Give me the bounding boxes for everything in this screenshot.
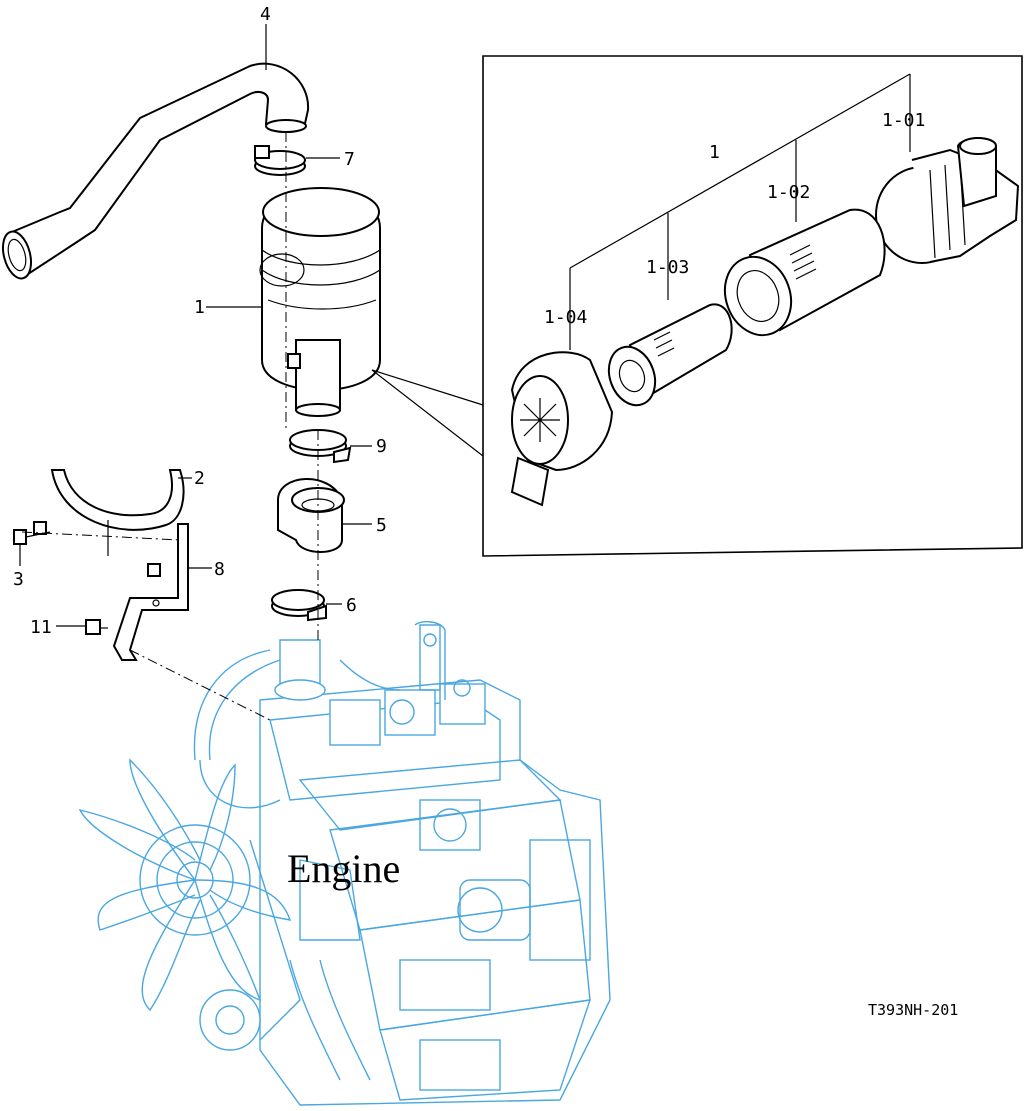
- callout-numbers: 4 7 1 9 2 5 3 8 6 11 1 1-01 1-02 1-03 1-…: [13, 4, 925, 638]
- part-1-04-cover: [510, 351, 614, 507]
- detail-callout-1-03: 1-03: [646, 257, 689, 278]
- part-4-intake-hose: [1, 62, 310, 280]
- detail-callout-1-02: 1-02: [767, 182, 810, 203]
- callout-9: 9: [376, 436, 387, 457]
- part-1-01-housing: [875, 137, 1020, 264]
- detail-box: [371, 55, 1023, 557]
- callout-4: 4: [260, 4, 271, 25]
- part-9-hose-clamp: [289, 429, 352, 464]
- callout-6: 6: [346, 595, 357, 616]
- callout-11: 11: [30, 617, 52, 638]
- part-1-03-inner-filter: [607, 303, 733, 407]
- part-1-02-outer-filter: [723, 208, 886, 337]
- callout-5: 5: [376, 515, 387, 536]
- leader-lines: [56, 24, 372, 627]
- detail-callout-1: 1: [709, 142, 720, 163]
- part-1-air-cleaner: [259, 187, 381, 417]
- callout-3: 3: [13, 569, 24, 590]
- callout-7: 7: [344, 149, 355, 170]
- drawing-code: T393NH-201: [868, 1001, 958, 1019]
- engine-illustration: [78, 621, 611, 1106]
- callout-1: 1: [194, 297, 205, 318]
- part-5-elbow-hose: [277, 478, 345, 553]
- part-8-bracket: [112, 523, 189, 661]
- callout-8: 8: [214, 559, 225, 580]
- detail-callout-1-04: 1-04: [544, 307, 587, 328]
- part-7-hose-clamp: [254, 145, 306, 176]
- part-3-bolt: [13, 521, 51, 566]
- detail-leader-tree: [569, 73, 911, 350]
- callout-2: 2: [194, 468, 205, 489]
- detail-callout-1-01: 1-01: [882, 110, 925, 131]
- part-2-mounting-band: [50, 469, 185, 556]
- assembly-centerlines: [21, 132, 319, 721]
- part-6-hose-clamp: [271, 589, 327, 622]
- engine-label: Engine: [287, 846, 400, 891]
- part-11-bolt: [85, 619, 108, 635]
